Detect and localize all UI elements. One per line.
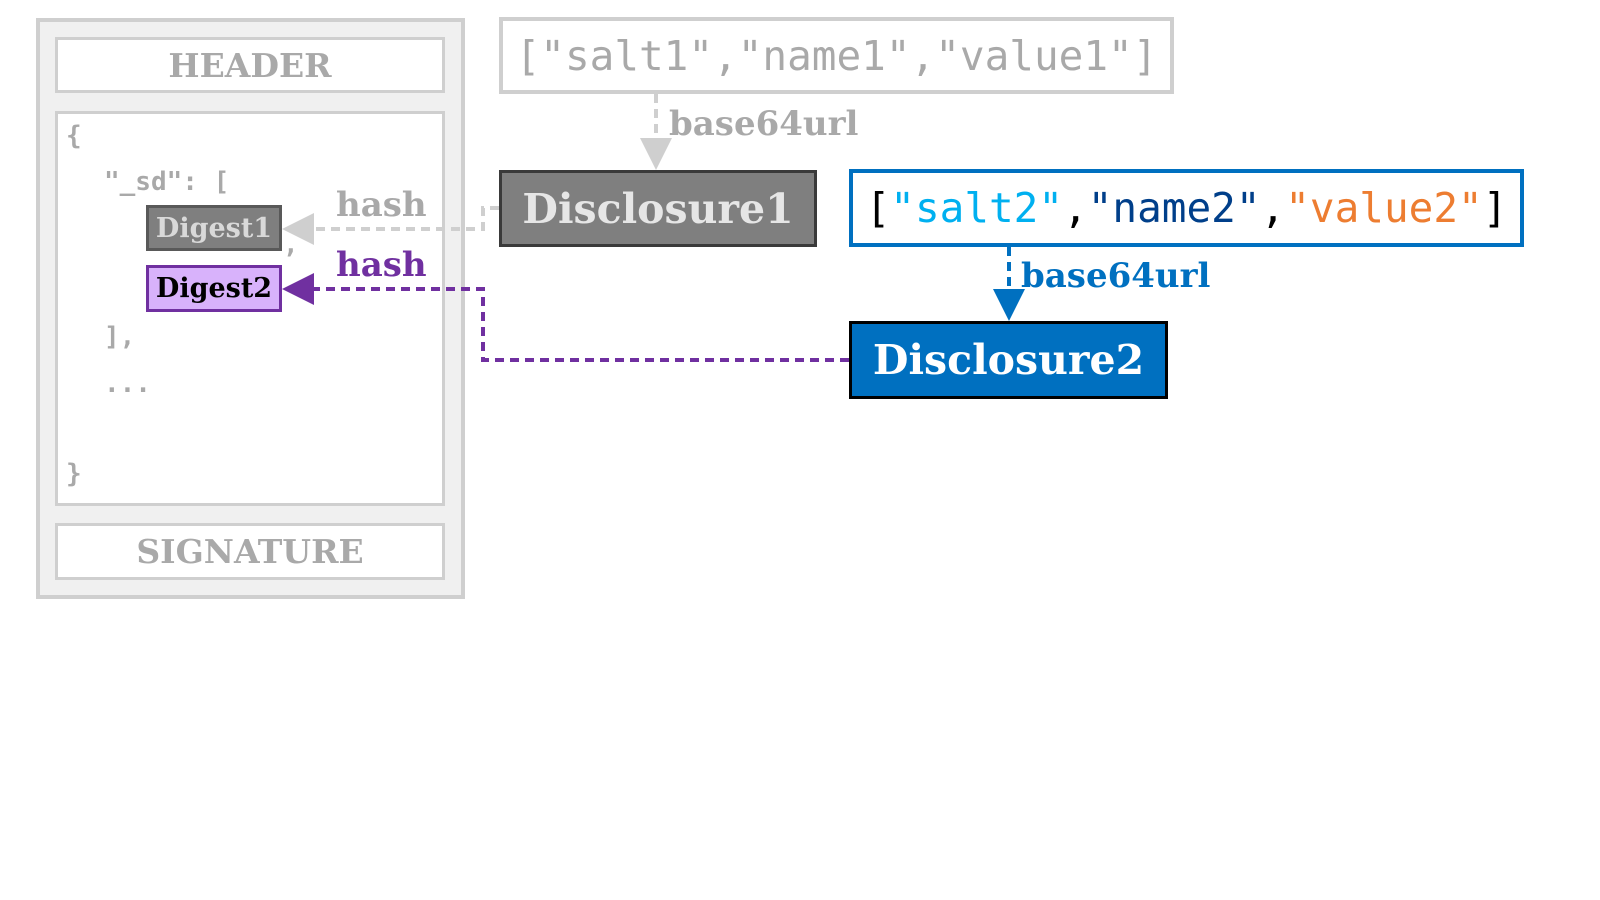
- array1-salt: "salt1": [540, 31, 714, 80]
- array2-open: [: [865, 184, 891, 232]
- digest1-label: Digest1: [155, 212, 273, 244]
- array1-sep1: ,: [713, 31, 738, 80]
- array2-salt: "salt2": [890, 184, 1064, 232]
- digest2-box: Digest2: [146, 265, 282, 312]
- array2-close: ]: [1482, 184, 1508, 232]
- signature-label: SIGNATURE: [136, 532, 364, 571]
- jwt-signature: SIGNATURE: [55, 523, 445, 580]
- digest2-label: Digest2: [155, 273, 273, 304]
- disclosure1-array: ["salt1","name1","value1"]: [499, 17, 1174, 94]
- payload-open-brace: {: [66, 121, 82, 151]
- array2-name: "name2": [1087, 184, 1261, 232]
- encode2-label: base64url: [1021, 256, 1211, 296]
- hash1-label: hash: [336, 185, 427, 225]
- payload-close-brace: }: [66, 459, 82, 489]
- array1-open: [: [515, 31, 541, 80]
- payload-sd-key: "_sd": [: [104, 167, 230, 197]
- payload-ellipsis: ...: [104, 369, 151, 399]
- array1-close: ]: [1132, 31, 1158, 80]
- digest1-box: Digest1: [146, 205, 282, 251]
- header-label: HEADER: [168, 45, 332, 85]
- hash1-arrow: [282, 206, 499, 245]
- array1-sep2: ,: [910, 31, 936, 80]
- disclosure1-label: Disclosure1: [522, 184, 794, 233]
- array2-sep2: ,: [1260, 184, 1286, 232]
- disclosure2-label: Disclosure2: [872, 336, 1145, 384]
- disclosure2-array: ["salt2","name2","value2"]: [849, 169, 1524, 247]
- array1-name: "name1": [737, 31, 911, 80]
- disclosure2-box: Disclosure2: [849, 321, 1168, 399]
- array2-sep1: ,: [1063, 184, 1088, 232]
- disclosure1-box: Disclosure1: [499, 170, 817, 247]
- array2-value: "value2": [1285, 184, 1483, 232]
- hash2-arrow: [282, 273, 849, 362]
- hash2-label: hash: [336, 245, 427, 285]
- payload-close-bracket: ],: [104, 322, 136, 352]
- array1-value: "value1": [935, 31, 1133, 80]
- encode1-label: base64url: [669, 104, 859, 144]
- jwt-header: HEADER: [55, 37, 445, 93]
